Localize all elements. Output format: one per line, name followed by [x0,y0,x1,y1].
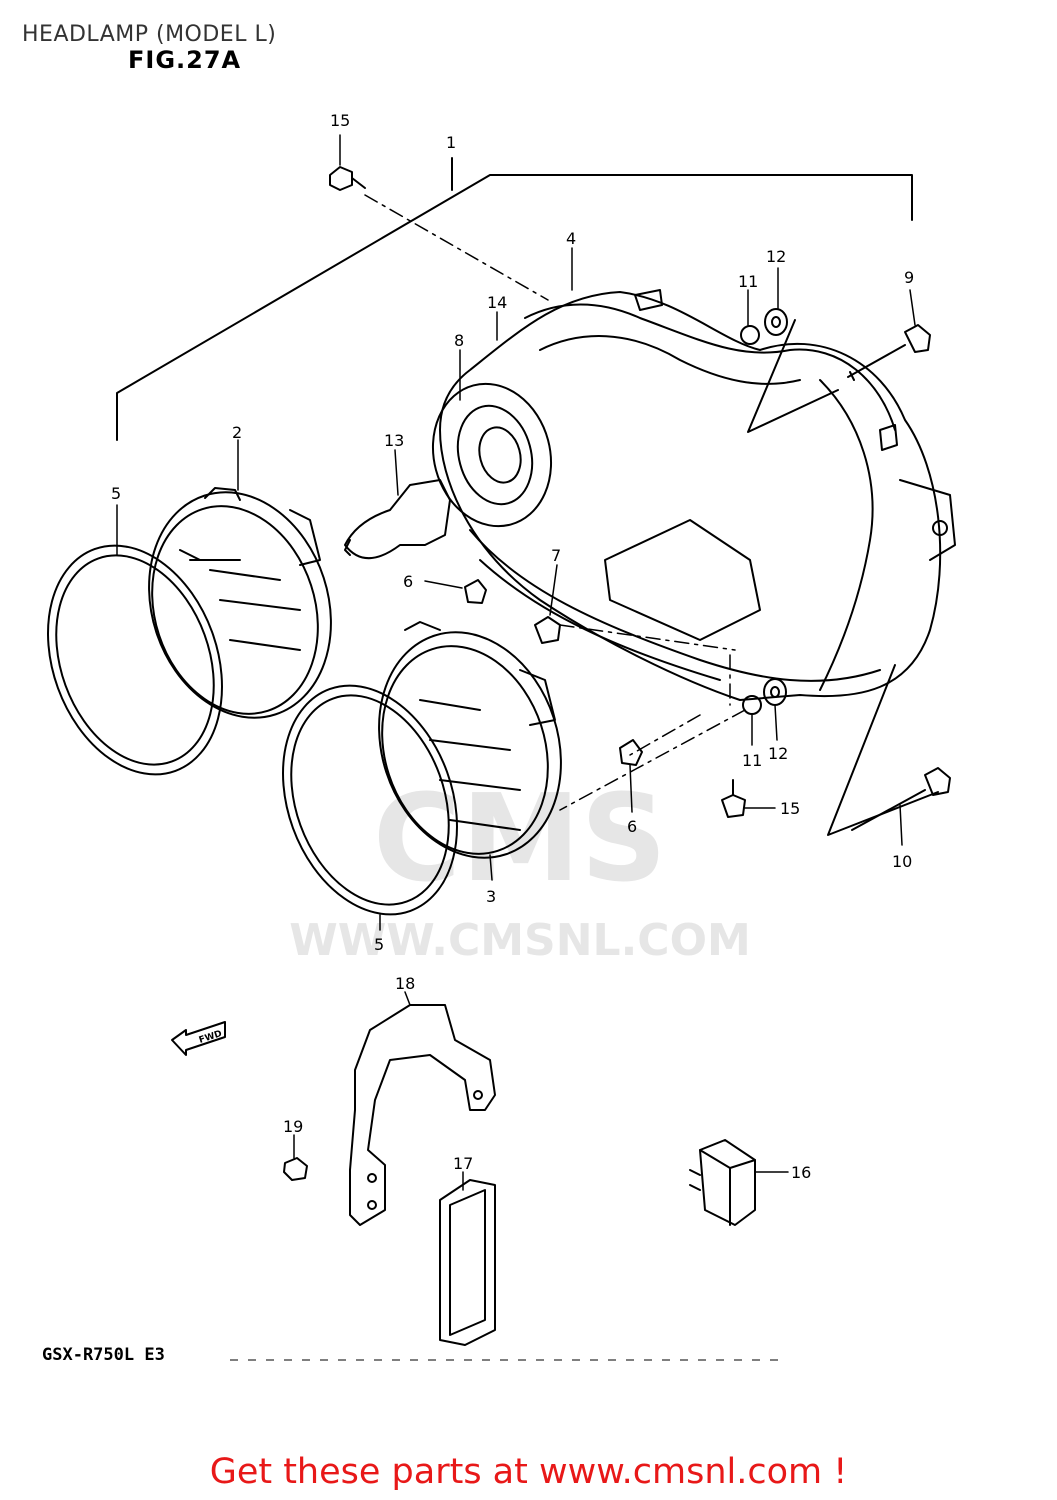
grommet-7 [534,616,561,644]
screw-9 [847,324,931,381]
page-title: HEADLAMP (MODEL L) [22,22,277,47]
assembly-dash-lines [364,194,746,811]
bolt-15-top [329,166,366,191]
leader-10-bracket [827,664,939,836]
callout-12-top: 12 [766,247,786,266]
callout-5-left: 5 [111,484,121,503]
callout-leaders [116,134,916,1191]
washer-12-top [764,308,788,336]
relay [689,1139,756,1226]
callout-15-bottom: 15 [780,799,800,818]
callout-18: 18 [395,974,415,993]
nut-11-bottom [742,695,762,715]
callout-11-top: 11 [738,272,758,291]
callout-12-bottom: 12 [768,744,788,763]
fwd-label: FWD [198,1029,223,1046]
callout-16: 16 [791,1163,811,1182]
clip-6-top [464,579,487,604]
callout-10: 10 [892,852,912,871]
callout-15-top: 15 [330,111,350,130]
mount-bracket [349,1004,496,1226]
cta-link[interactable]: Get these parts at www.cmsnl.com ! [209,1452,848,1492]
bolt-15-bottom [721,779,746,818]
callout-6-top: 6 [403,572,413,591]
callout-9: 9 [904,268,914,287]
screw-10 [851,767,951,831]
exploded-parts-diagram: CMS WWW.CMSNL.COM [47,111,956,1361]
bulb [344,479,451,560]
watermark-brand: CMS [373,770,667,909]
washer-12-bottom [763,678,787,706]
assembly-leader-1 [116,174,913,441]
left-headlamp-unit [148,487,332,719]
callout-4: 4 [566,229,576,248]
headlamp-housing [439,289,956,701]
callout-14: 14 [487,293,507,312]
callout-1: 1 [446,133,456,152]
callout-7: 7 [551,546,561,565]
cms-watermark: CMS WWW.CMSNL.COM [289,770,751,966]
nut-11-top [740,325,760,345]
left-rim [47,544,223,776]
figure-label: FIG.27A [128,46,242,74]
fwd-arrow-icon [171,1021,226,1056]
bulb-socket [431,382,553,528]
callout-6-bottom: 6 [627,817,637,836]
callout-11-bottom: 11 [742,751,762,770]
callout-numbers: 15 1 4 12 11 9 14 8 2 13 5 6 7 11 12 15 … [111,111,914,1182]
model-code: GSX-R750L E3 [42,1345,165,1365]
nut-19 [283,1157,308,1181]
callout-2: 2 [232,423,242,442]
callout-8: 8 [454,331,464,350]
callout-5-bottom: 5 [374,935,384,954]
callout-3: 3 [486,887,496,906]
watermark-url: WWW.CMSNL.COM [289,915,751,966]
callout-17: 17 [453,1154,473,1173]
clip-6-bottom [619,739,643,766]
reflector [439,1179,496,1346]
right-headlamp-unit [378,621,562,859]
right-rim [282,684,458,916]
callout-19: 19 [283,1117,303,1136]
leader-9-bracket [747,319,839,433]
callout-13: 13 [384,431,404,450]
